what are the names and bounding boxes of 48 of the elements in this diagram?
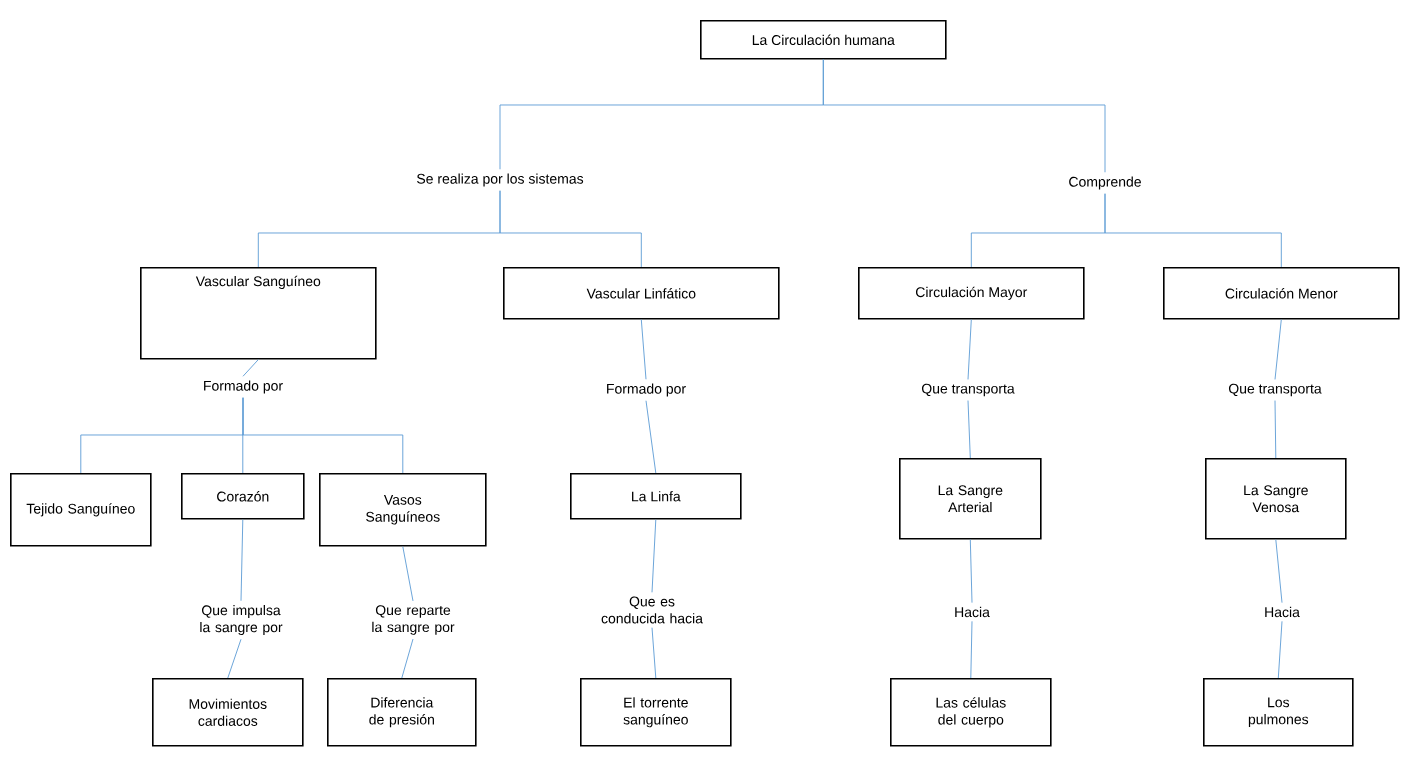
linking-phrase: Formado por (204, 380, 283, 394)
linking-phrase: Que es conducida hacia (601, 596, 703, 624)
concept-box: Vasos Sanguíneos (319, 473, 487, 547)
connector-line (651, 627, 657, 679)
connector-line (242, 359, 259, 377)
connector-line (242, 397, 404, 474)
linking-phrase: Formado por (607, 383, 686, 397)
connector-line (640, 319, 647, 380)
connector-line (651, 519, 657, 593)
connector-line (401, 638, 414, 679)
connector-line (969, 539, 973, 604)
concept-box: Los pulmones (1203, 678, 1354, 747)
linking-phrase: Que reparte la sangre por (372, 605, 455, 635)
connector-line (240, 519, 244, 602)
concept-box: La Sangre Venosa (1205, 458, 1347, 540)
connector-line (645, 400, 657, 474)
connector-line (970, 620, 973, 679)
connector-line (1274, 319, 1282, 380)
connector-line (227, 638, 242, 679)
concept-box: El torrente sanguíneo (580, 678, 732, 747)
linking-phrase: Comprende (1069, 176, 1141, 190)
connector-line (822, 59, 1106, 173)
concept-box: Circulación Menor (1163, 267, 1400, 320)
linking-phrase: Que transporta (921, 383, 1015, 397)
connector-line (402, 546, 414, 602)
concept-box: Vascular Sanguíneo (140, 267, 377, 360)
linking-phrase: Hacia (1265, 606, 1300, 618)
connector-line (1274, 400, 1277, 459)
concept-box: Corazón (181, 473, 305, 520)
linking-phrase: Que impulsa la sangre por (200, 604, 283, 635)
concept-box: Vascular Linfático (503, 267, 780, 320)
linking-phrase: Se realiza por los sistemas (417, 173, 584, 187)
linking-phrase: Hacia (955, 606, 990, 618)
concept-box: Diferencia de presión (327, 678, 477, 747)
concept-box: La Linfa (570, 473, 742, 520)
concept-box: Tejido Sanguíneo (10, 473, 152, 547)
connector-line (967, 400, 971, 459)
connector-line (1104, 193, 1282, 268)
concept-box: Movimientos cardiacos (152, 678, 304, 747)
connector-line (499, 190, 642, 268)
linking-phrase: Que transporta (1228, 383, 1322, 397)
concept-box: La Circulación humana (700, 20, 947, 60)
concept-box: La Sangre Arterial (899, 458, 1042, 540)
concept-box: Circulación Mayor (858, 267, 1085, 320)
connector-line (1277, 620, 1283, 679)
connector-line (1275, 539, 1283, 604)
connector-line (967, 319, 972, 380)
concept-box: Las células del cuerpo (890, 678, 1052, 747)
